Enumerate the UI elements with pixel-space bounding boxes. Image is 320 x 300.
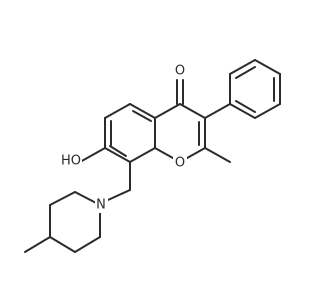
bond: [254, 59, 281, 75]
carbonyl-oxygen-label: O: [175, 64, 185, 79]
bond: [129, 103, 156, 119]
ring-oxygen-label: O: [175, 156, 185, 171]
hydroxyl-bond: [79, 147, 106, 163]
double-bond: [235, 100, 256, 113]
bond: [204, 103, 231, 119]
double-bond: [235, 66, 256, 79]
methyl-bond: [204, 147, 231, 163]
bond: [104, 103, 131, 119]
piperidine-ring: [49, 191, 101, 253]
bond: [229, 103, 256, 119]
molecule-structure: O O HO N: [24, 59, 281, 253]
double-bond: [132, 110, 152, 122]
phenyl-ring: [204, 59, 281, 119]
chromenone-core: [104, 79, 206, 163]
bond: [179, 103, 206, 119]
bond: [129, 147, 156, 163]
methylene-bond: [107, 189, 131, 201]
bond: [104, 147, 131, 163]
bond: [49, 191, 76, 206]
double-bond: [109, 145, 127, 157]
bond: [229, 59, 256, 75]
bond: [154, 103, 181, 119]
nitrogen-label: N: [96, 198, 106, 213]
bond: [254, 103, 281, 119]
bond: [49, 236, 76, 253]
bond: [74, 236, 101, 253]
atom-labels: O O HO N: [60, 63, 187, 213]
hydroxyl-label: HO: [61, 154, 81, 169]
methyl-bond: [24, 236, 51, 253]
